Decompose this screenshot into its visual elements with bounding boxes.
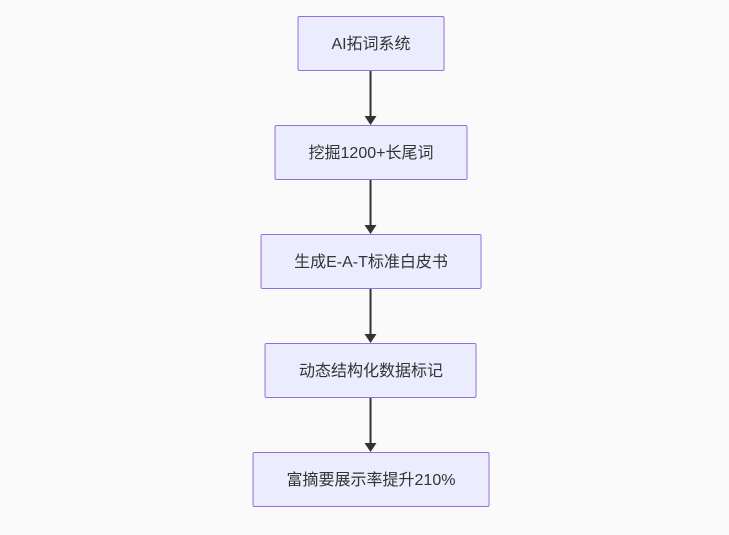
arrow-down-icon bbox=[365, 116, 377, 125]
flow-node-eat-whitepaper: 生成E-A-T标准白皮书 bbox=[260, 234, 482, 289]
flow-node-label: 挖掘1200+长尾词 bbox=[308, 145, 434, 162]
arrow-line bbox=[370, 71, 372, 117]
arrow-line bbox=[370, 289, 372, 335]
flow-arrow-4 bbox=[365, 398, 377, 452]
arrow-down-icon bbox=[365, 334, 377, 343]
flow-node-longtail-keywords: 挖掘1200+长尾词 bbox=[274, 125, 468, 180]
flow-node-rich-snippet-rate: 富摘要展示率提升210% bbox=[252, 452, 490, 507]
arrow-down-icon bbox=[365, 225, 377, 234]
flow-arrow-1 bbox=[365, 71, 377, 125]
flowchart: AI拓词系统 挖掘1200+长尾词 生成E-A-T标准白皮书 动态结构化数据标记… bbox=[252, 16, 490, 507]
flow-node-label: AI拓词系统 bbox=[331, 36, 411, 53]
flow-node-label: 富摘要展示率提升210% bbox=[286, 472, 456, 489]
flow-node-ai-word-system: AI拓词系统 bbox=[297, 16, 445, 71]
arrow-down-icon bbox=[365, 443, 377, 452]
flow-arrow-2 bbox=[365, 180, 377, 234]
flow-node-label: 生成E-A-T标准白皮书 bbox=[294, 254, 448, 271]
flow-node-label: 动态结构化数据标记 bbox=[298, 363, 443, 380]
flow-arrow-3 bbox=[365, 289, 377, 343]
arrow-line bbox=[370, 180, 372, 226]
arrow-line bbox=[370, 398, 372, 444]
flow-node-structured-data: 动态结构化数据标记 bbox=[264, 343, 477, 398]
